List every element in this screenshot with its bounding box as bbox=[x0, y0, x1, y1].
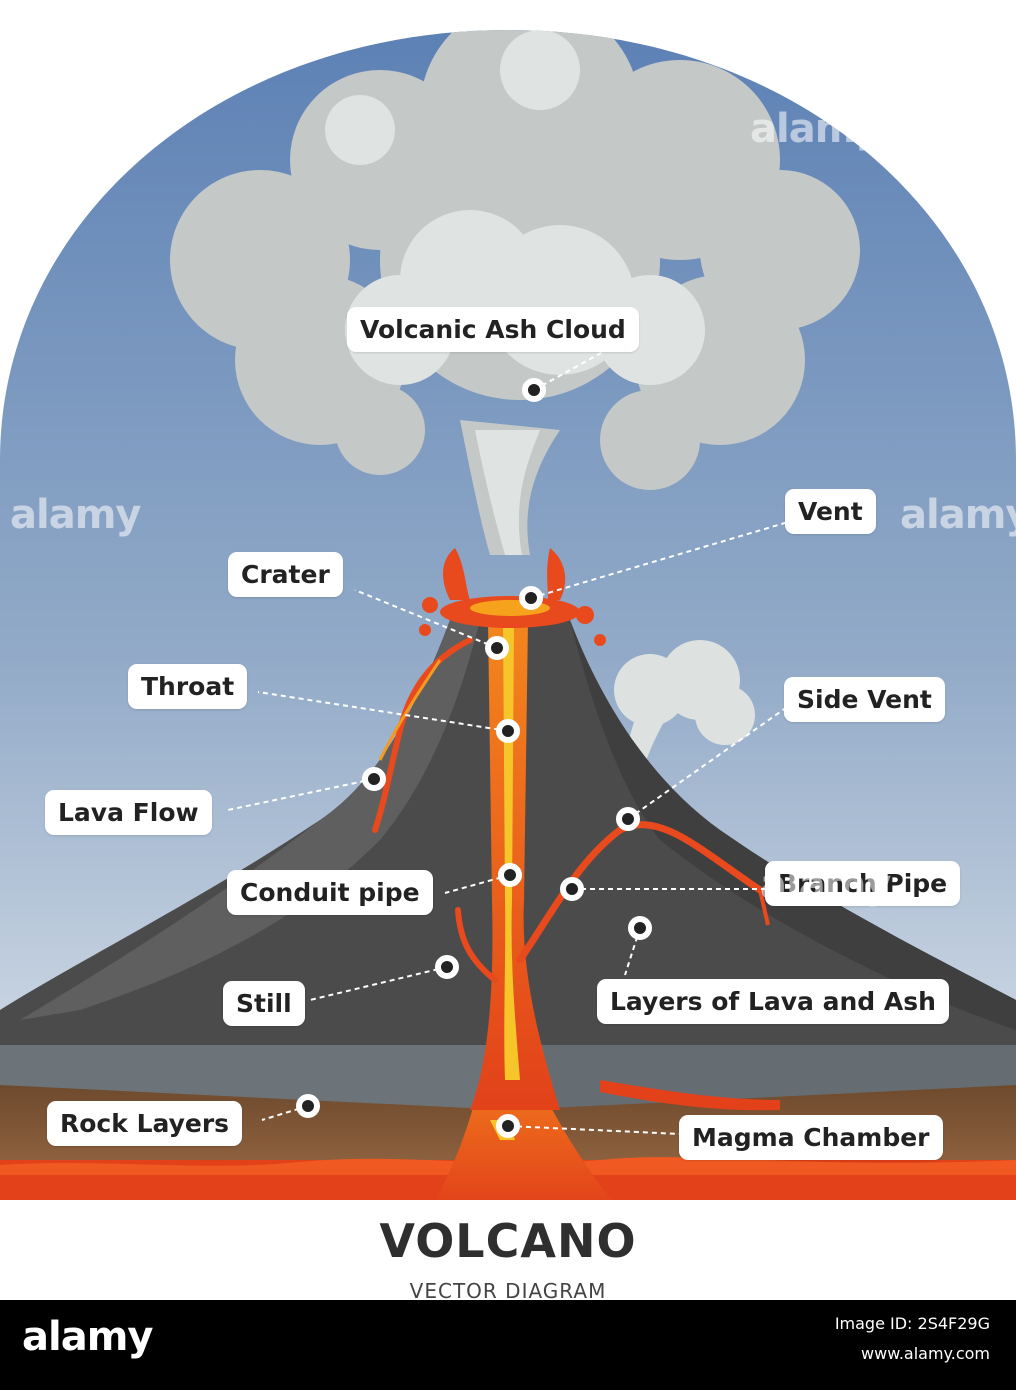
label-conduit-pipe: Conduit pipe bbox=[227, 870, 433, 915]
marker-branch-pipe bbox=[560, 877, 584, 901]
marker-layers bbox=[628, 916, 652, 940]
branch-pipe bbox=[516, 821, 764, 964]
diagram-title: VOLCANO bbox=[379, 1214, 637, 1268]
label-branch-pipe: Branch Pipe bbox=[765, 861, 961, 906]
watermark-left: alamy bbox=[10, 492, 141, 538]
marker-lava-flow bbox=[362, 767, 386, 791]
magma-chamber bbox=[430, 1040, 620, 1200]
marker-rock-layers bbox=[296, 1094, 320, 1118]
marker-magma-chamber bbox=[496, 1114, 520, 1138]
footer-url: www.alamy.com bbox=[861, 1344, 990, 1363]
marker-conduit-pipe bbox=[498, 863, 522, 887]
footer-image-id: Image ID: 2S4F29G bbox=[834, 1314, 990, 1333]
marker-ash-cloud bbox=[522, 378, 546, 402]
still-branch bbox=[455, 907, 498, 983]
marker-still bbox=[435, 955, 459, 979]
label-vent: Vent bbox=[785, 489, 876, 534]
watermark-top-right: alamy bbox=[750, 106, 881, 152]
marker-throat bbox=[496, 719, 520, 743]
label-still: Still bbox=[223, 981, 305, 1026]
label-rock-layers: Rock Layers bbox=[47, 1101, 243, 1146]
marker-vent bbox=[519, 586, 543, 610]
footer-logo: alamy bbox=[22, 1314, 153, 1360]
label-lava-flow: Lava Flow bbox=[45, 790, 212, 835]
label-throat: Throat bbox=[128, 664, 248, 709]
label-magma-chamber: Magma Chamber bbox=[679, 1115, 943, 1160]
footer-bar: alamy Image ID: 2S4F29G www.alamy.com bbox=[0, 1300, 1016, 1390]
label-crater: Crater bbox=[228, 552, 343, 597]
leader-lines bbox=[227, 347, 796, 1135]
markers bbox=[296, 378, 652, 1138]
label-volcanic-ash-cloud: Volcanic Ash Cloud bbox=[347, 307, 639, 352]
watermark-right: alamy bbox=[900, 492, 1016, 538]
watermark-center: alamy bbox=[760, 862, 891, 908]
marker-side-vent bbox=[616, 807, 640, 831]
label-layers-of-lava-and-ash: Layers of Lava and Ash bbox=[597, 979, 949, 1024]
diagram-subtitle: VECTOR DIAGRAM bbox=[409, 1279, 607, 1303]
marker-crater bbox=[485, 636, 509, 660]
label-side-vent: Side Vent bbox=[784, 677, 945, 722]
